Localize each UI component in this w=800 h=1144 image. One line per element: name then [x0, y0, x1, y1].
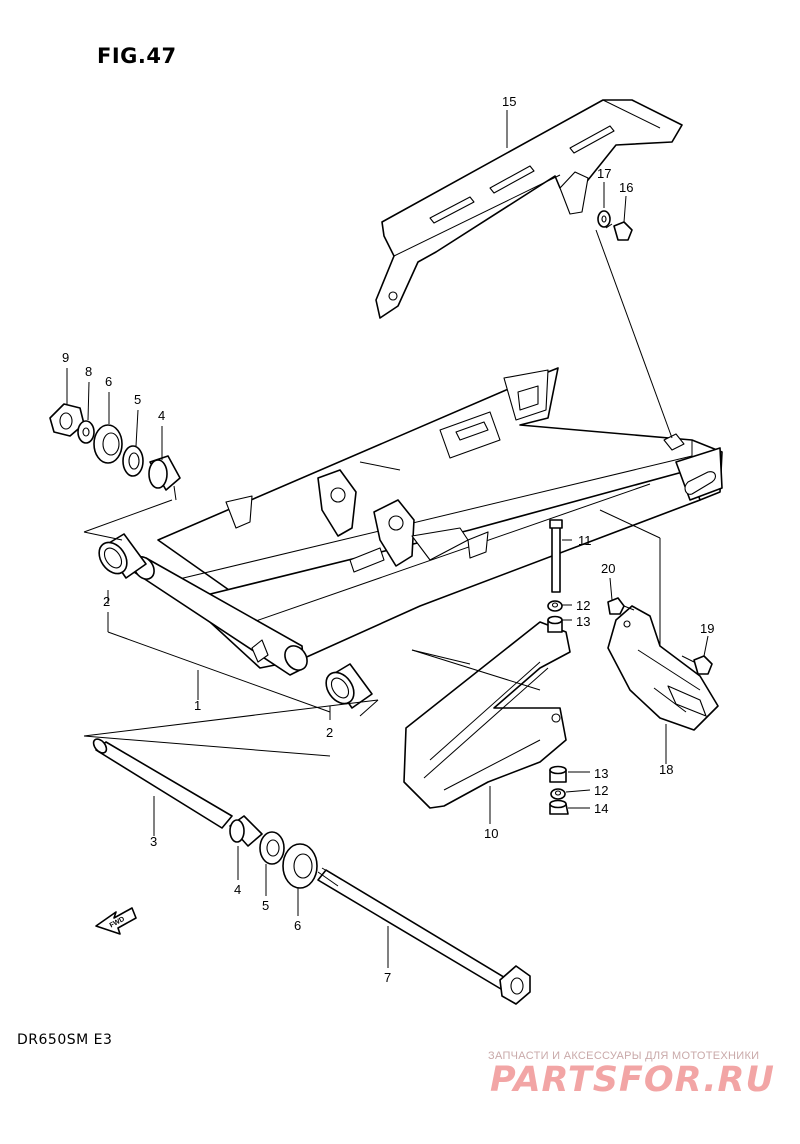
callout-11: 11: [578, 533, 592, 548]
callout-17: 17: [597, 166, 611, 181]
part-17-washer: [597, 210, 611, 228]
part-2-bearing-left: [98, 533, 147, 579]
callout-1: 1: [194, 698, 201, 713]
callout-numbers: 15 17 16 9 8 6 5 4 2 1 2 3 4 5 6 7 10 11…: [62, 94, 714, 985]
part-5-washer: [122, 445, 144, 477]
callout-20: 20: [601, 561, 615, 576]
watermark-logo: PARTSFOR.RU: [490, 1060, 775, 1100]
watermark-tagline: ЗАПЧАСТИ И АКСЕССУАРЫ ДЛЯ МОТОТЕХНИКИ: [488, 1050, 760, 1062]
part-11-bolt: [549, 519, 563, 593]
part-19-bolt: [681, 655, 713, 675]
part-9-nut: [49, 403, 85, 437]
callout-9: 9: [62, 350, 69, 365]
callout-15: 15: [502, 94, 516, 109]
part-15-chain-case: [375, 99, 683, 319]
callout-8: 8: [85, 364, 92, 379]
figure-title: FIG.47: [97, 44, 177, 68]
part-6-dust-seal-lower: [282, 843, 318, 889]
part-12-washer-upper: [547, 600, 563, 612]
callout-12-upper: 12: [576, 598, 590, 613]
model-code: DR650SM E3: [17, 1032, 113, 1048]
callout-13-upper: 13: [576, 614, 590, 629]
callout-5-upper: 5: [134, 392, 141, 407]
part-18-chain-guide: [607, 605, 719, 731]
part-3-pivot-shaft: [92, 738, 233, 829]
callout-14: 14: [594, 801, 608, 816]
callout-7: 7: [384, 970, 391, 985]
callout-12-lower: 12: [594, 783, 608, 798]
callout-5-lower: 5: [262, 898, 269, 913]
callout-4-upper: 4: [158, 408, 165, 423]
callout-6-upper: 6: [105, 374, 112, 389]
part-8-washer: [77, 420, 95, 444]
part-4-spacer: [148, 455, 181, 491]
callout-2-upper: 2: [103, 594, 110, 609]
callout-2-lower: 2: [326, 725, 333, 740]
leader-lines: [66, 110, 709, 968]
part-20-bolt: [607, 597, 635, 615]
callout-16: 16: [619, 180, 633, 195]
callout-18: 18: [659, 762, 673, 777]
callout-19: 19: [700, 621, 714, 636]
part-13-collar-lower: [549, 765, 567, 783]
fwd-arrow-icon: FWD: [95, 907, 137, 935]
part-12-washer-lower: [550, 788, 566, 800]
part-7-pivot-bolt: [317, 867, 531, 1005]
callout-4-lower: 4: [234, 882, 241, 897]
part-5-washer-lower: [259, 831, 285, 865]
part-10-chain-buffer: [403, 621, 571, 809]
part-16-bolt: [605, 221, 633, 241]
part-13-collar-upper: [547, 615, 563, 633]
part-6-dust-seal: [93, 424, 123, 464]
part-4-spacer-lower: [229, 815, 263, 847]
callout-13-lower: 13: [594, 766, 608, 781]
part-2-bearing-right: [325, 663, 373, 709]
part-14-nut: [549, 799, 569, 815]
callout-3: 3: [150, 834, 157, 849]
callout-10: 10: [484, 826, 498, 841]
callout-6-lower: 6: [294, 918, 301, 933]
